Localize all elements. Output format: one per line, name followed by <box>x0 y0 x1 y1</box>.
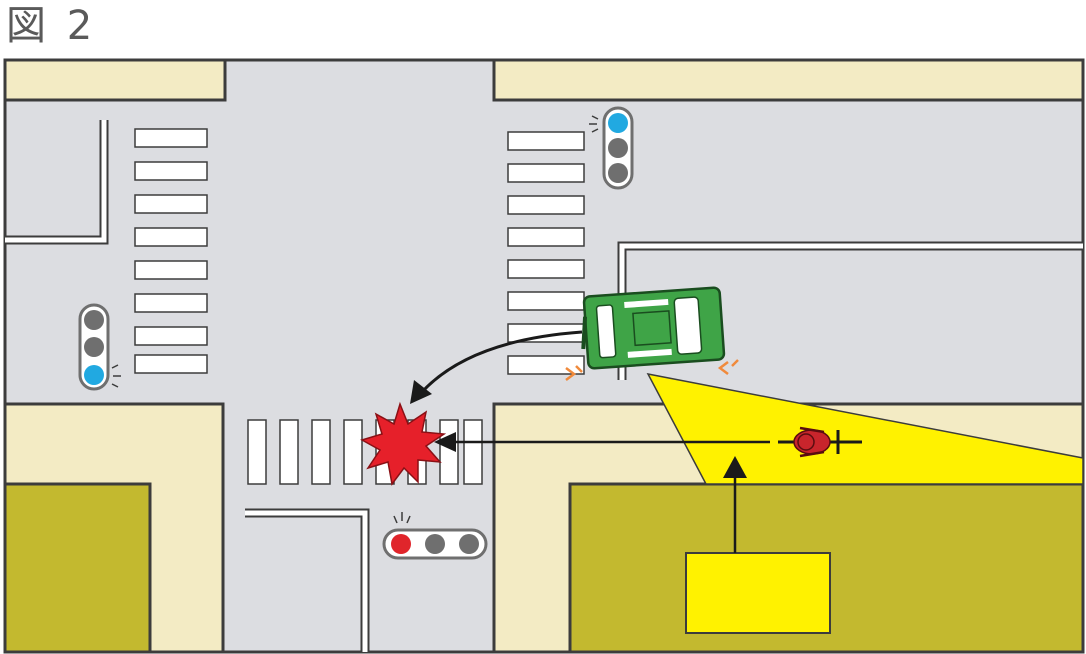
signal-off-light-icon <box>608 163 628 183</box>
arrow-head-icon <box>410 380 432 404</box>
crosswalk-stripe <box>247 419 267 485</box>
signal-blue-light-icon <box>84 365 104 385</box>
traffic-signal-bottom <box>382 512 488 560</box>
crosswalk-stripe <box>463 419 483 485</box>
signal-off-light-icon <box>608 138 628 158</box>
signal-glow-icon <box>589 115 599 133</box>
traffic-signal-left <box>78 303 121 391</box>
signal-glow-icon <box>393 512 411 524</box>
crosswalk-stripe <box>507 195 585 215</box>
crosswalk-stripe <box>343 419 363 485</box>
car-roof <box>632 310 672 347</box>
signal-red-light-icon <box>391 534 411 554</box>
turn-signal-icon <box>565 359 739 381</box>
bicycle-icon <box>778 426 862 458</box>
bicycle-path-arrow <box>434 432 770 452</box>
lane-line-left <box>5 120 107 243</box>
crosswalk-stripe <box>134 128 208 148</box>
crosswalk-stripe <box>311 419 331 485</box>
front-window <box>673 296 703 355</box>
crosswalk-stripe <box>507 291 585 311</box>
upward-arrow <box>723 456 747 553</box>
side-window-bottom <box>627 348 672 358</box>
crosswalk-stripe <box>134 354 208 374</box>
signal-blue-light-icon <box>608 113 628 133</box>
arrow-head-icon <box>434 432 456 452</box>
lane-line-bottom <box>245 510 368 652</box>
signal-off-light-icon <box>459 534 479 554</box>
crosswalk-stripe <box>507 163 585 183</box>
crosswalk-stripe <box>134 293 208 313</box>
crosswalk-stripe <box>134 194 208 214</box>
arrow-head-icon <box>723 456 747 478</box>
blind-spot-area <box>646 372 1084 485</box>
yellow-box <box>685 552 831 634</box>
crosswalk-stripe <box>279 419 299 485</box>
crosswalk-stripe <box>134 260 208 280</box>
collision-burst-icon <box>360 401 447 486</box>
car-icon <box>581 286 726 370</box>
signal-off-light-icon <box>84 310 104 330</box>
signal-off-light-icon <box>84 337 104 357</box>
traffic-signal-top-right <box>589 106 634 190</box>
crosswalk-stripe <box>507 355 585 375</box>
sidewalk-top-left <box>3 58 227 102</box>
rear-window <box>595 304 617 359</box>
crosswalk-stripe <box>134 161 208 181</box>
figure-label: 図 2 <box>6 3 97 49</box>
car-turn-arrow <box>410 330 583 404</box>
building-bottom-left <box>3 482 152 654</box>
sidewalk-top-right <box>492 58 1085 102</box>
signal-glow-icon <box>111 364 121 388</box>
crosswalk-stripe <box>134 326 208 346</box>
crosswalk-left <box>134 128 208 374</box>
crosswalk-stripe <box>507 259 585 279</box>
crosswalk-stripe <box>507 131 585 151</box>
crosswalk-stripe <box>134 227 208 247</box>
crosswalk-stripe <box>507 227 585 247</box>
side-window-top <box>624 298 669 309</box>
signal-off-light-icon <box>425 534 445 554</box>
crosswalk-stripe <box>439 419 459 485</box>
crosswalk-right <box>507 131 585 375</box>
